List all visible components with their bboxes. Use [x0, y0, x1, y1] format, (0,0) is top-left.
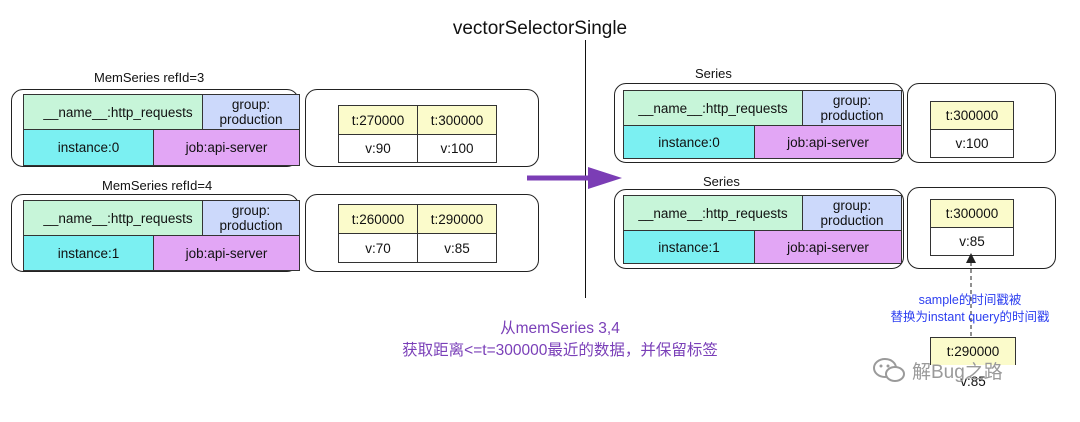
sample-value: v:90	[338, 134, 418, 163]
sample-timestamp: t:300000	[417, 105, 497, 135]
sample-value: v:100	[930, 129, 1014, 158]
label-name: __name__:http_requests	[623, 90, 803, 126]
label-job: job:api-server	[754, 230, 902, 264]
sample-value: v:100	[417, 134, 497, 163]
sample-timestamp: t:300000	[930, 199, 1014, 228]
sample-timestamp: t:300000	[930, 101, 1014, 130]
sample-timestamp: t:260000	[338, 204, 418, 234]
label-job: job:api-server	[754, 125, 902, 159]
series-label-group: __name__:http_requests group: production…	[614, 83, 904, 163]
explanation-line: 获取距离<=t=300000最近的数据，并保留标签	[402, 342, 718, 359]
note-line: sample的时间戳被	[918, 293, 1022, 307]
note-line: 替换为instant query的时间戳	[890, 310, 1050, 324]
series-sample-group: t:300000 v:100	[907, 83, 1056, 163]
sample-timestamp: t:270000	[338, 105, 418, 135]
label-instance: instance:0	[23, 129, 154, 166]
label-name: __name__:http_requests	[623, 195, 803, 231]
sample-value: v:70	[338, 233, 418, 263]
memseries-sample-group: t:260000 t:290000 v:70 v:85	[305, 194, 539, 272]
selector-explanation: 从memSeries 3,4 获取距离<=t=300000最近的数据，并保留标签	[395, 318, 725, 362]
series-label-group: __name__:http_requests group: production…	[614, 189, 904, 269]
label-name: __name__:http_requests	[23, 94, 213, 130]
watermark-text: 解Bug之路	[912, 361, 1003, 383]
sample-value: v:85	[417, 233, 497, 263]
sample-value: v:85	[930, 365, 1016, 397]
memseries-sample-group: t:270000 t:300000 v:90 v:100	[305, 89, 539, 167]
label-name: __name__:http_requests	[23, 200, 213, 236]
center-divider	[585, 40, 586, 298]
label-instance: instance:1	[23, 235, 154, 271]
sample-value: v:85	[930, 227, 1014, 256]
transform-arrow	[527, 167, 622, 189]
series-sample-group: t:300000 v:85	[907, 187, 1056, 269]
diagram-title: vectorSelectorSingle	[452, 18, 628, 39]
explanation-line: 从memSeries 3,4	[500, 320, 620, 337]
sample-timestamp: t:290000	[417, 204, 497, 234]
label-job: job:api-server	[153, 129, 300, 166]
label-job: job:api-server	[153, 235, 300, 271]
memseries-caption: MemSeries refId=3	[94, 70, 205, 85]
label-instance: instance:0	[623, 125, 755, 159]
label-group: group: production	[202, 94, 300, 130]
series-caption: Series	[703, 174, 740, 189]
series-caption: Series	[695, 66, 732, 81]
watermark: 解Bug之路	[872, 356, 1003, 384]
memseries-caption: MemSeries refId=4	[102, 178, 213, 193]
timestamp-replace-note: sample的时间戳被 替换为instant query的时间戳	[870, 292, 1070, 326]
label-instance: instance:1	[623, 230, 755, 264]
origin-sample: t:290000 v:85	[930, 337, 1016, 397]
memseries-label-group: __name__:http_requests group: production…	[11, 194, 300, 272]
memseries-label-group: __name__:http_requests group: production…	[11, 89, 300, 167]
wechat-icon	[873, 358, 905, 382]
